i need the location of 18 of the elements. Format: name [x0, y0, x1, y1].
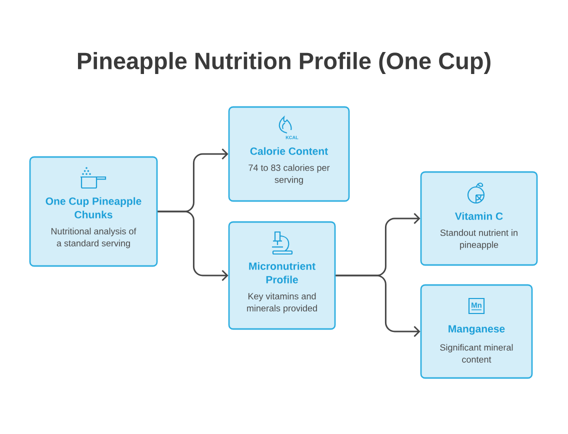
box-heading: Manganese [448, 325, 505, 335]
box-description: Nutritional analysis of a standard serving [51, 228, 136, 248]
box-heading: Calorie Content [250, 147, 328, 155]
info-box [228, 221, 336, 330]
info-box [29, 156, 158, 267]
arrow [336, 274, 420, 338]
box-heading: Vitamin C [454, 212, 503, 220]
title: Pineapple Nutrition Profile (One Cup) [78, 52, 490, 74]
box-heading: One Cup Pineapple Chunks [46, 197, 142, 218]
box-description: Key vitamins and minerals provided [247, 292, 317, 314]
box-description: 74 to 83 calories per serving [248, 164, 330, 185]
info-box [228, 106, 350, 202]
box-description: Significant mineral content [440, 344, 513, 363]
info-box [420, 284, 533, 379]
arrow [158, 210, 228, 282]
box-heading: Micronutrient Profile [249, 262, 316, 284]
info-box [420, 171, 538, 266]
box-description: Standout nutrient in pineapple [440, 229, 518, 250]
